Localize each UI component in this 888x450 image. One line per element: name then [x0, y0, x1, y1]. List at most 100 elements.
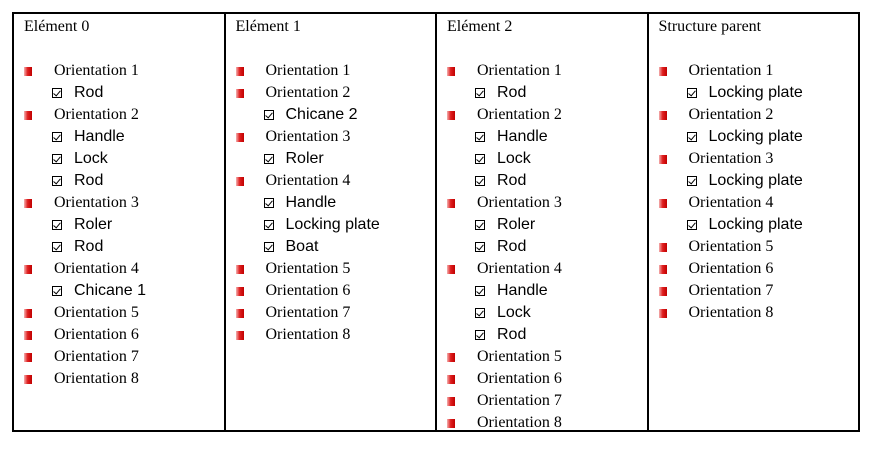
checked-item: Lock [447, 148, 647, 170]
checkbox-checked-icon[interactable] [52, 88, 62, 98]
orientation-label: Orientation 4 [54, 260, 139, 277]
checkbox-checked-icon[interactable] [475, 308, 485, 318]
checked-item: Rod [24, 82, 224, 104]
red-square-bullet-icon [235, 66, 244, 76]
red-square-bullet-icon [447, 352, 455, 362]
red-square-bullet-icon [24, 66, 32, 76]
item-label: Locking plate [708, 172, 803, 189]
checkbox-checked-icon[interactable] [475, 88, 485, 98]
column-title: Elément 0 [24, 18, 90, 35]
orientation-row: Orientation 4 [658, 192, 859, 214]
checked-item: Rod [24, 236, 224, 258]
orientation-label: Orientation 1 [54, 62, 139, 79]
item-label: Rod [74, 84, 104, 101]
item-label: Roler [497, 216, 536, 233]
orientation-label: Orientation 5 [477, 348, 562, 365]
checked-item: Locking plate [659, 214, 859, 236]
orientation-label: Orientation 4 [265, 172, 351, 189]
orientation-label: Orientation 6 [477, 370, 562, 387]
checkbox-checked-icon[interactable] [475, 132, 485, 142]
checkbox-checked-icon[interactable] [475, 154, 485, 164]
red-square-bullet-icon [24, 264, 32, 274]
item-label: Locking plate [285, 216, 380, 233]
orientation-row: Orientation 8 [658, 302, 859, 324]
column-title: Structure parent [658, 18, 762, 35]
item-label: Handle [285, 194, 337, 211]
orientation-label: Orientation 5 [688, 238, 774, 255]
checked-item: Rod [447, 82, 647, 104]
checkbox-checked-icon[interactable] [475, 176, 485, 186]
orientation-row: Orientation 7 [24, 346, 224, 368]
item-label: Lock [497, 150, 531, 167]
red-square-bullet-icon [447, 66, 455, 76]
orientation-label: Orientation 8 [688, 304, 774, 321]
red-square-bullet-icon [24, 198, 32, 208]
orientation-label: Orientation 2 [688, 106, 774, 123]
orientation-row: Orientation 7 [447, 390, 647, 412]
checkbox-checked-icon[interactable] [475, 220, 485, 230]
item-label: Locking plate [708, 128, 803, 145]
orientation-row: Orientation 5 [24, 302, 224, 324]
red-square-bullet-icon [658, 286, 667, 296]
orientation-row: Orientation 5 [658, 236, 859, 258]
orientation-row: Orientation 1 [235, 60, 436, 82]
orientation-row: Orientation 1 [658, 60, 859, 82]
checkbox-checked-icon[interactable] [52, 220, 62, 230]
checkbox-checked-icon[interactable] [475, 286, 485, 296]
checkbox-checked-icon[interactable] [52, 132, 62, 142]
item-label: Rod [74, 238, 104, 255]
item-label: Rod [497, 172, 527, 189]
orientation-label: Orientation 4 [688, 194, 774, 211]
checkbox-checked-icon[interactable] [263, 220, 274, 230]
checkbox-checked-icon[interactable] [475, 242, 485, 252]
orientation-label: Orientation 3 [265, 128, 351, 145]
checkbox-checked-icon[interactable] [263, 110, 274, 120]
checked-item: Roler [24, 214, 224, 236]
red-square-bullet-icon [658, 110, 667, 120]
checkbox-checked-icon[interactable] [52, 154, 62, 164]
checkbox-checked-icon[interactable] [686, 176, 697, 186]
checkbox-checked-icon[interactable] [263, 242, 274, 252]
orientation-label: Orientation 3 [54, 194, 139, 211]
orientation-label: Orientation 7 [54, 348, 139, 365]
checked-item: Handle [447, 126, 647, 148]
checkbox-checked-icon[interactable] [475, 330, 485, 340]
orientation-row: Orientation 8 [24, 368, 224, 390]
checkbox-checked-icon[interactable] [263, 198, 274, 208]
orientation-row: Orientation 2 [24, 104, 224, 126]
checkbox-checked-icon[interactable] [686, 132, 697, 142]
red-square-bullet-icon [447, 418, 455, 428]
orientation-label: Orientation 3 [477, 194, 562, 211]
red-square-bullet-icon [658, 242, 667, 252]
item-label: Boat [285, 238, 319, 255]
checkbox-checked-icon[interactable] [52, 176, 62, 186]
orientation-row: Orientation 3 [24, 192, 224, 214]
red-square-bullet-icon [24, 374, 32, 384]
red-square-bullet-icon [658, 264, 667, 274]
checkbox-checked-icon[interactable] [686, 220, 697, 230]
red-square-bullet-icon [658, 154, 667, 164]
checkbox-checked-icon[interactable] [52, 286, 62, 296]
red-square-bullet-icon [658, 66, 667, 76]
checkbox-checked-icon[interactable] [263, 154, 274, 164]
item-label: Roler [285, 150, 324, 167]
red-square-bullet-icon [658, 198, 667, 208]
orientation-row: Orientation 3 [658, 148, 859, 170]
orientation-label: Orientation 2 [265, 84, 351, 101]
checkbox-checked-icon[interactable] [52, 242, 62, 252]
item-label: Lock [497, 304, 531, 321]
red-square-bullet-icon [658, 308, 667, 318]
orientation-row: Orientation 4 [235, 170, 436, 192]
item-label: Chicane 1 [74, 282, 147, 299]
orientation-label: Orientation 3 [688, 150, 774, 167]
orientation-label: Orientation 6 [688, 260, 774, 277]
orientation-label: Orientation 2 [54, 106, 139, 123]
red-square-bullet-icon [235, 132, 244, 142]
red-square-bullet-icon [447, 396, 455, 406]
checkbox-checked-icon[interactable] [686, 88, 697, 98]
orientation-label: Orientation 5 [54, 304, 139, 321]
item-label: Lock [74, 150, 108, 167]
red-square-bullet-icon [24, 330, 32, 340]
